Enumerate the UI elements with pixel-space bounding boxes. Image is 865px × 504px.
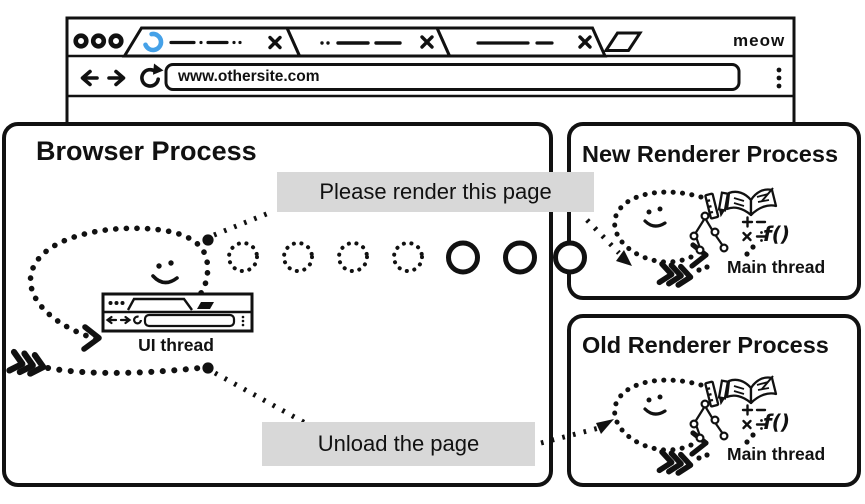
ui-thread-label: UI thread [138,335,214,355]
forward-icon[interactable] [107,69,126,87]
tab-2-close-icon[interactable] [420,35,434,49]
brand-text: meow [733,31,786,50]
unload-message-label: Unload the page [262,422,535,466]
new-tab-button[interactable] [603,31,643,52]
tab-3-close-icon[interactable] [578,35,592,49]
browser-window [65,16,796,132]
url-text[interactable]: www.othersite.com [178,68,320,85]
tab-1-close-icon[interactable] [268,35,282,50]
tab-1[interactable] [121,26,302,58]
loading-spinner-icon [142,31,164,53]
menu-dots-icon[interactable] [776,67,782,89]
traffic-lights-icon[interactable] [73,33,124,49]
old-renderer-title: Old Renderer Process [582,332,829,358]
tab-2[interactable] [284,26,452,58]
back-icon[interactable] [80,69,99,87]
render-message-label: Please render this page [277,172,594,212]
new-renderer-title: New Renderer Process [582,141,839,167]
new-main-thread-label: Main thread [727,257,826,277]
old-main-thread-label: Main thread [727,444,826,464]
browser-process-title: Browser Process [36,136,257,166]
url-field[interactable] [164,63,741,91]
reload-icon[interactable] [140,63,164,88]
tab-3[interactable] [434,26,608,58]
